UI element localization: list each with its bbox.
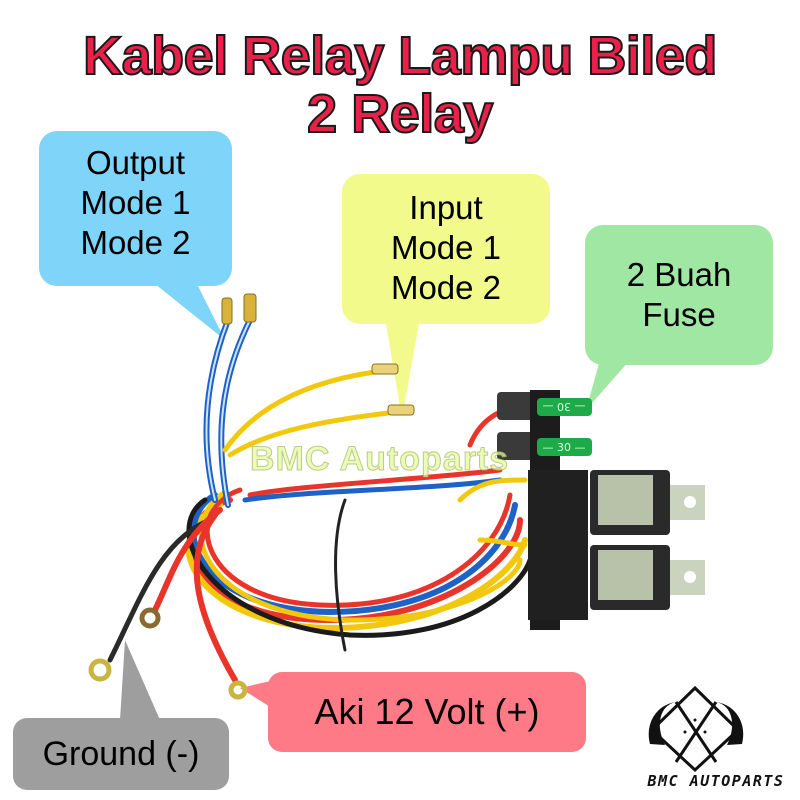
brand-name: BMC AUTOPARTS — [647, 772, 785, 790]
output-callout-pointer — [150, 280, 225, 340]
input-callout-line: Input — [409, 189, 483, 226]
output-callout-line: Output — [85, 144, 186, 181]
page-title-line-2: 2 Relay — [306, 84, 494, 144]
relay-block — [497, 390, 705, 630]
fuse-callout: 2 Buah Fuse — [585, 225, 773, 365]
ground-callout: Ground (-) — [13, 718, 229, 790]
fuse-callout-line: 2 Buah — [626, 256, 732, 293]
fuse-callout-line: Fuse — [642, 296, 716, 333]
aki-callout: Aki 12 Volt (+) — [268, 672, 586, 752]
output-callout: Output Mode 1 Mode 2 — [39, 131, 232, 286]
wire-bundle — [107, 317, 533, 683]
output-callout-line: Mode 1 — [80, 184, 191, 221]
watermark: BMC Autoparts — [249, 440, 510, 479]
spade-terminals — [221, 293, 415, 416]
fuse: — 30 — — [537, 438, 592, 456]
ground-callout-pointer — [120, 640, 160, 720]
input-callout: Input Mode 1 Mode 2 — [342, 174, 550, 324]
page-title-line-1: Kabel Relay Lampu Biled — [82, 26, 718, 86]
fuse-rating: — 30 — — [543, 400, 586, 413]
aki-callout-pointer — [240, 680, 275, 710]
fuse-rating: — 30 — — [543, 441, 586, 454]
ring-terminals — [88, 607, 248, 700]
input-callout-line: Mode 1 — [390, 229, 502, 266]
output-callout-line: Mode 2 — [80, 224, 191, 261]
fuse-callout-pointer — [586, 360, 630, 410]
input-callout-pointer — [385, 318, 420, 418]
fuse: — 30 — — [537, 398, 592, 416]
input-callout-line: Mode 2 — [390, 269, 502, 306]
